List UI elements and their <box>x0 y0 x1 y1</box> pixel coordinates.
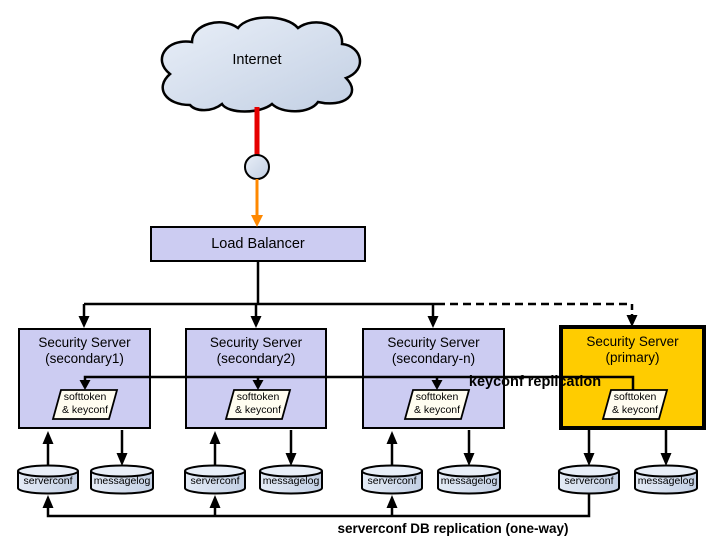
messagelog-write-arrow-secondary2 <box>285 430 297 466</box>
arrow-into-secondary2 <box>250 304 262 328</box>
messagelog-label-secondary-n: messagelog <box>440 475 498 487</box>
server-label-secondary1: Security Server (secondary1) <box>38 335 131 366</box>
serverconf-label-secondary1: serverconf <box>23 475 73 487</box>
serverconf-read-arrow-secondary2 <box>209 431 221 466</box>
server-label-secondary-n: Security Server (secondary-n) <box>387 335 480 366</box>
messagelog-label-primary: messagelog <box>637 475 695 487</box>
softtoken-label-secondary-n: softtoken & keyconf <box>413 391 461 416</box>
softtoken-label-secondary1: softtoken & keyconf <box>61 391 109 416</box>
arrow-into-secondary-n <box>427 304 439 328</box>
serverconf-read-arrow-secondary1 <box>42 431 54 466</box>
replication-arrow-secondary2 <box>209 495 221 516</box>
softtoken-label-primary: softtoken & keyconf <box>611 391 659 416</box>
internet-label: Internet <box>232 52 282 68</box>
keyconf-replication-label: keyconf replication <box>468 374 602 390</box>
serverconf-label-secondary-n: serverconf <box>367 475 417 487</box>
serverconf-label-secondary2: serverconf <box>190 475 240 487</box>
load-balancer-label: Load Balancer <box>211 236 305 252</box>
replication-arrow-secondary1 <box>42 495 54 508</box>
serverconf-replication-line <box>46 494 591 518</box>
replication-arrow-secondary-n <box>386 495 398 516</box>
network-node-circle <box>244 154 270 180</box>
arrow-into-secondary1 <box>78 304 90 328</box>
load-balancer-box: Load Balancer <box>150 226 366 262</box>
server-label-secondary2: Security Server (secondary2) <box>209 335 303 366</box>
messagelog-write-arrow-secondary1 <box>116 430 128 466</box>
arrow-into-primary-dashed <box>626 304 638 327</box>
messagelog-label-secondary1: messagelog <box>93 475 151 487</box>
messagelog-label-secondary2: messagelog <box>262 475 320 487</box>
serverconf-read-arrow-secondary-n <box>386 431 398 466</box>
softtoken-label-secondary2: softtoken & keyconf <box>234 391 282 416</box>
serverconf-label-primary: serverconf <box>564 475 614 487</box>
messagelog-write-arrow-primary <box>660 430 672 466</box>
serverconf-write-arrow-primary <box>583 430 595 466</box>
server-label-primary: Security Server (primary) <box>586 334 679 365</box>
serverconf-replication-label: serverconf DB replication (one-way) <box>337 521 569 536</box>
messagelog-write-arrow-secondary-n <box>463 430 475 466</box>
